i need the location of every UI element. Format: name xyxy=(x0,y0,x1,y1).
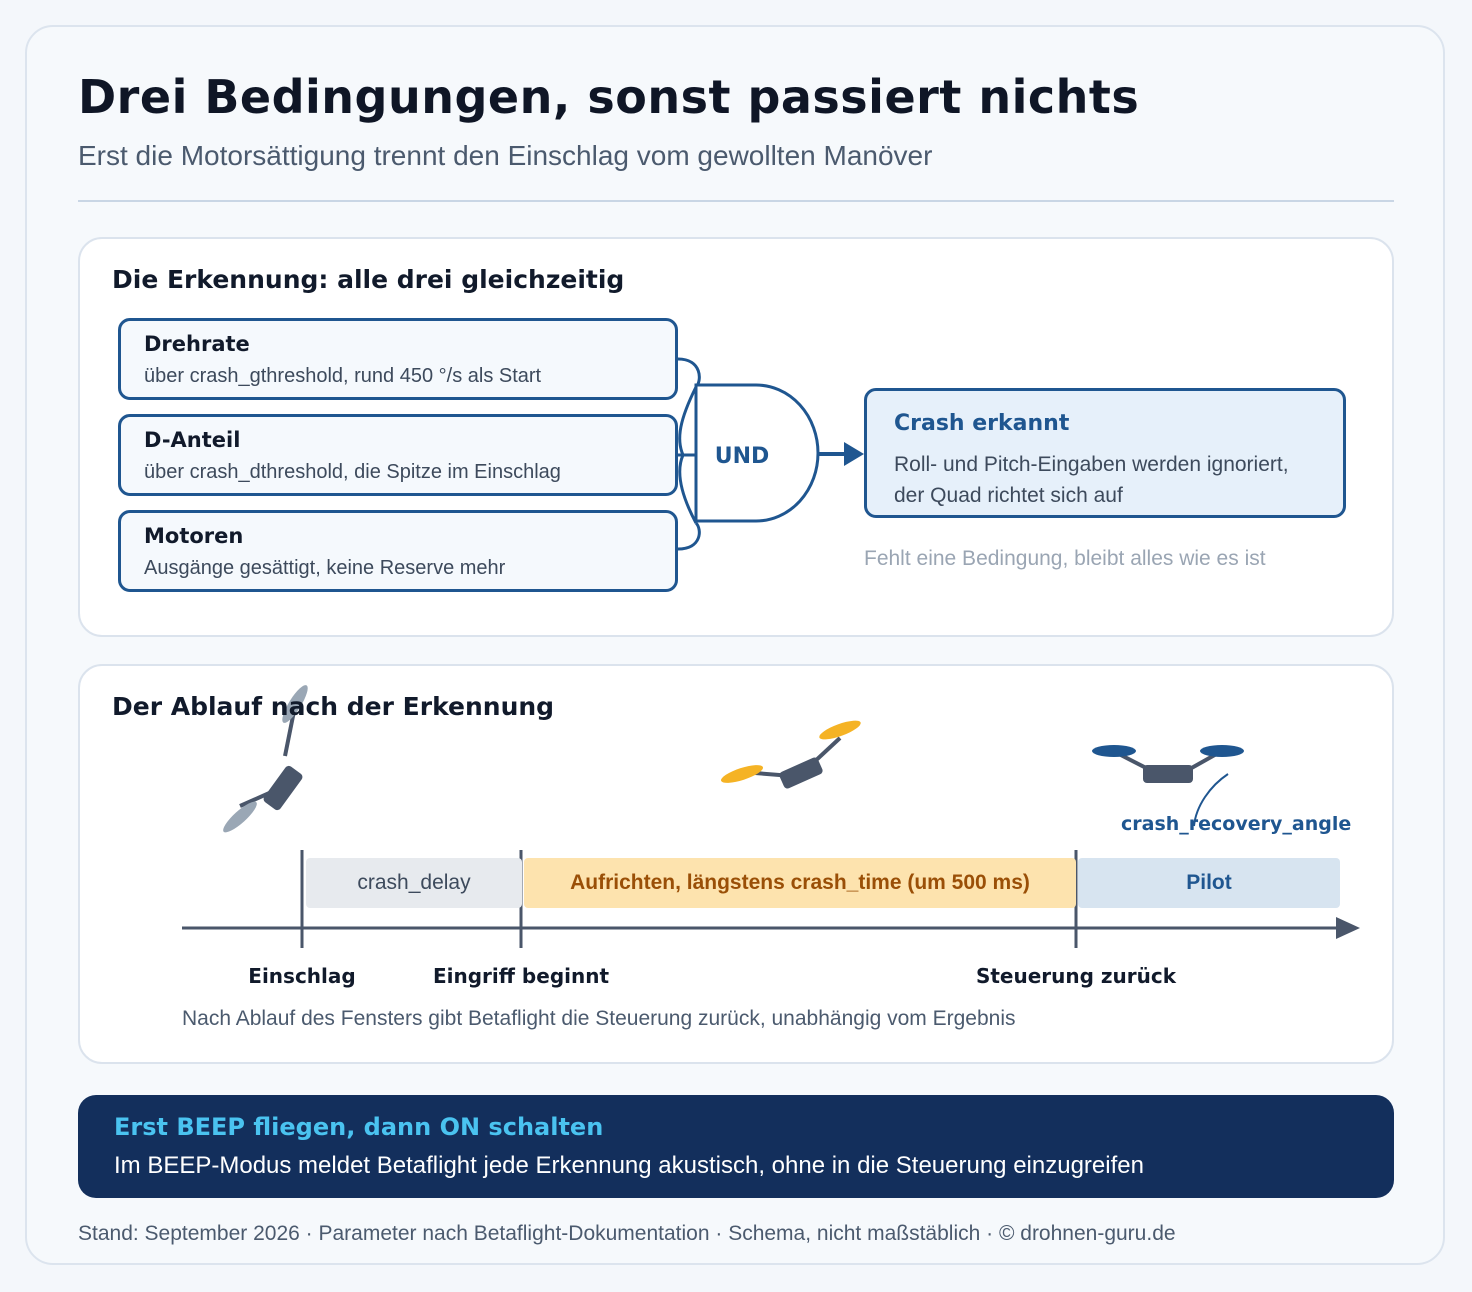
arrow-right-icon xyxy=(844,442,864,466)
tip-banner: Erst BEEP fliegen, dann ON schalten Im B… xyxy=(78,1095,1394,1198)
detection-hint: Fehlt eine Bedingung, bleibt alles wie e… xyxy=(864,547,1266,570)
tick-label-return: Steuerung zurück xyxy=(975,964,1177,988)
condition-name: Drehrate xyxy=(144,332,250,356)
connector-3 xyxy=(677,521,701,551)
condition-desc: Ausgänge gesättigt, keine Reserve mehr xyxy=(144,557,506,579)
input-connectors xyxy=(677,357,701,551)
detection-title: Die Erkennung: alle drei gleichzeitig xyxy=(112,265,625,294)
result-box: Crash erkannt Roll- und Pitch-Eingaben w… xyxy=(864,388,1346,518)
condition-name: D-Anteil xyxy=(144,428,241,452)
recovering-drone-icon xyxy=(720,720,861,789)
and-gate-diagram: UND xyxy=(677,357,864,551)
connector-1-bend xyxy=(678,386,698,456)
footer-credits: Stand: September 2026 · Parameter nach B… xyxy=(78,1222,1176,1245)
level-drone-icon xyxy=(1092,745,1244,827)
condition-d-term: D-Anteil über crash_dthreshold, die Spit… xyxy=(118,414,678,496)
drone-illustrations xyxy=(182,685,1360,948)
condition-rotation-rate: Drehrate über crash_gthreshold, rund 450… xyxy=(118,318,678,400)
timeline-panel: Der Ablauf nach der Erkennung crash_reco… xyxy=(78,664,1394,1064)
condition-motors: Motoren Ausgänge gesättigt, keine Reserv… xyxy=(118,510,678,592)
tumbling-drone-icon xyxy=(223,685,308,833)
tick-label-start: Eingriff beginnt xyxy=(432,964,610,988)
and-gate-label: UND xyxy=(715,444,770,469)
timeline-title: Der Ablauf nach der Erkennung xyxy=(112,692,555,721)
phase-pilot: Pilot xyxy=(1078,858,1340,908)
banner-text: Im BEEP-Modus meldet Betaflight jede Erk… xyxy=(114,1152,1144,1179)
recovery-angle-label: crash_recovery_angle xyxy=(1121,813,1352,835)
connector-3-bend xyxy=(678,454,698,524)
phase-recover: Aufrichten, längstens crash_time (um 500… xyxy=(524,858,1076,908)
page-title: Drei Bedingungen, sonst passiert nichts xyxy=(78,70,1140,124)
condition-desc: über crash_dthreshold, die Spitze im Ein… xyxy=(144,461,561,483)
axis-arrow-icon xyxy=(1336,917,1360,939)
banner-title: Erst BEEP fliegen, dann ON schalten xyxy=(114,1113,604,1141)
recovery-angle-arc xyxy=(1193,773,1229,827)
condition-name: Motoren xyxy=(144,524,244,548)
timeline-note: Nach Ablauf des Fensters gibt Betaflight… xyxy=(182,1007,1016,1030)
result-desc: Roll- und Pitch-Eingaben werden ignorier… xyxy=(894,453,1289,507)
tick-label-impact: Einschlag xyxy=(248,964,356,988)
condition-desc: über crash_gthreshold, rund 450 °/s als … xyxy=(144,365,542,387)
result-title: Crash erkannt xyxy=(894,411,1070,436)
phase-delay: crash_delay xyxy=(306,858,522,908)
and-gate-shape xyxy=(694,383,820,523)
main-card xyxy=(25,25,1445,1265)
connector-1 xyxy=(677,357,701,389)
page-subtitle: Erst die Motorsättigung trennt den Einsc… xyxy=(78,140,933,171)
header-divider xyxy=(78,200,1394,202)
detection-panel: Die Erkennung: alle drei gleichzeitig Dr… xyxy=(78,237,1394,637)
